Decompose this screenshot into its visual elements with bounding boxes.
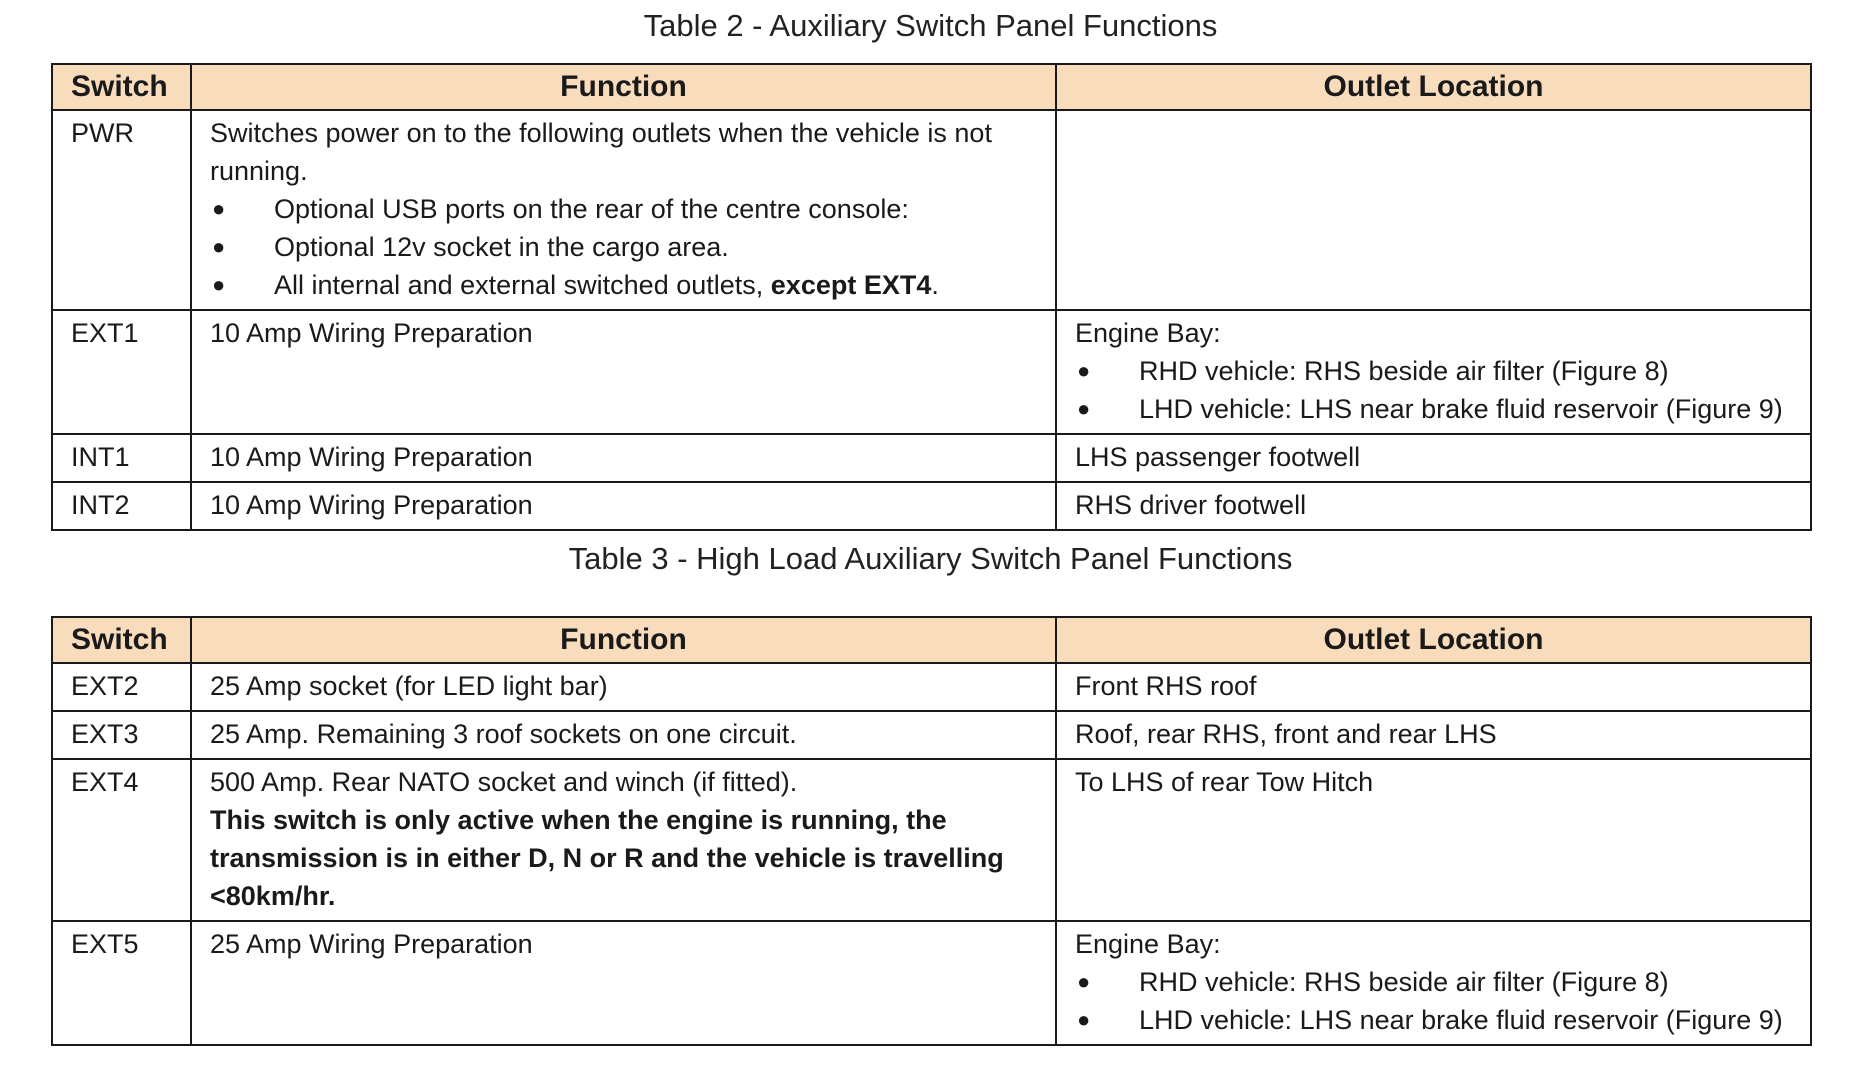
bullet-text: Optional USB ports on the rear of the ce… [274, 194, 909, 224]
column-header-function: Function [190, 63, 1057, 111]
function-cell: 25 Amp Wiring Preparation [190, 920, 1057, 1046]
bullet-icon: ● [1077, 396, 1091, 421]
bullet-text: LHD vehicle: LHS near brake fluid reserv… [1139, 1005, 1783, 1035]
function-text: Switches power on to the following outle… [210, 118, 992, 186]
function-cell: 10 Amp Wiring Preparation [190, 433, 1057, 483]
table-row: EXT4 500 Amp. Rear NATO socket and winch… [51, 758, 1812, 922]
column-header-outlet-location: Outlet Location [1055, 63, 1812, 111]
function-cell: Switches power on to the following outle… [190, 109, 1057, 311]
bullet-text-part: All internal and external switched outle… [274, 270, 771, 300]
location-title: Engine Bay: [1075, 929, 1221, 959]
location-title: Engine Bay: [1075, 318, 1221, 348]
table2-caption: Table 2 - Auxiliary Switch Panel Functio… [643, 8, 1218, 43]
bullet-text: LHD vehicle: LHS near brake fluid reserv… [1139, 394, 1783, 424]
switch-cell: EXT3 [51, 710, 192, 760]
bullet-text: Optional 12v socket in the cargo area. [274, 232, 729, 262]
table3: Switch Function Outlet Location EXT2 25 … [51, 616, 1812, 1046]
table3-header-row: Switch Function Outlet Location [51, 616, 1812, 664]
bullet-icon: ● [212, 272, 226, 297]
table-row: INT1 10 Amp Wiring Preparation LHS passe… [51, 433, 1812, 483]
function-warning-text: This switch is only active when the engi… [210, 805, 1004, 911]
table2: Switch Function Outlet Location PWR Swit… [51, 63, 1812, 531]
bullet-icon: ● [212, 234, 226, 259]
location-cell: LHS passenger footwell [1055, 433, 1812, 483]
bullet-item: ● All internal and external switched out… [210, 266, 1037, 304]
table-row: EXT5 25 Amp Wiring Preparation Engine Ba… [51, 920, 1812, 1046]
switch-cell: INT1 [51, 433, 192, 483]
table3-caption: Table 3 - High Load Auxiliary Switch Pan… [568, 541, 1293, 576]
table2-header-row: Switch Function Outlet Location [51, 63, 1812, 111]
function-cell: 25 Amp socket (for LED light bar) [190, 662, 1057, 712]
table-row: EXT1 10 Amp Wiring Preparation Engine Ba… [51, 309, 1812, 435]
bullet-icon: ● [1077, 358, 1091, 383]
bullet-text: RHD vehicle: RHS beside air filter (Figu… [1139, 967, 1669, 997]
bullet-icon: ● [1077, 969, 1091, 994]
column-header-switch: Switch [51, 63, 192, 111]
bullet-text: RHD vehicle: RHS beside air filter (Figu… [1139, 356, 1669, 386]
column-header-outlet-location: Outlet Location [1055, 616, 1812, 664]
location-cell: To LHS of rear Tow Hitch [1055, 758, 1812, 922]
location-cell [1055, 109, 1812, 311]
table-row: EXT2 25 Amp socket (for LED light bar) F… [51, 662, 1812, 712]
function-cell: 10 Amp Wiring Preparation [190, 309, 1057, 435]
bullet-icon: ● [1077, 1007, 1091, 1032]
bullet-item: ● LHD vehicle: LHS near brake fluid rese… [1075, 1001, 1792, 1039]
switch-cell: EXT4 [51, 758, 192, 922]
bullet-text-end: . [931, 270, 939, 300]
switch-cell: EXT5 [51, 920, 192, 1046]
location-cell: RHS driver footwell [1055, 481, 1812, 531]
location-cell: Roof, rear RHS, front and rear LHS [1055, 710, 1812, 760]
column-header-function: Function [190, 616, 1057, 664]
switch-cell: INT2 [51, 481, 192, 531]
bullet-item: ● RHD vehicle: RHS beside air filter (Fi… [1075, 352, 1792, 390]
bullet-item: ● RHD vehicle: RHS beside air filter (Fi… [1075, 963, 1792, 1001]
bullet-item: ● Optional USB ports on the rear of the … [210, 190, 1037, 228]
bullet-item: ● Optional 12v socket in the cargo area. [210, 228, 1037, 266]
switch-cell: PWR [51, 109, 192, 311]
switch-cell: EXT2 [51, 662, 192, 712]
function-cell: 500 Amp. Rear NATO socket and winch (if … [190, 758, 1057, 922]
bullet-icon: ● [212, 196, 226, 221]
table-row: INT2 10 Amp Wiring Preparation RHS drive… [51, 481, 1812, 531]
function-text: 500 Amp. Rear NATO socket and winch (if … [210, 767, 798, 797]
bullet-item: ● LHD vehicle: LHS near brake fluid rese… [1075, 390, 1792, 428]
switch-cell: EXT1 [51, 309, 192, 435]
bullet-text: All internal and external switched outle… [274, 266, 939, 304]
location-cell: Front RHS roof [1055, 662, 1812, 712]
column-header-switch: Switch [51, 616, 192, 664]
table-row: EXT3 25 Amp. Remaining 3 roof sockets on… [51, 710, 1812, 760]
table-row: PWR Switches power on to the following o… [51, 109, 1812, 311]
function-cell: 25 Amp. Remaining 3 roof sockets on one … [190, 710, 1057, 760]
bullet-text-bold: except EXT4 [770, 270, 932, 300]
location-cell: Engine Bay: ● RHD vehicle: RHS beside ai… [1055, 309, 1812, 435]
function-cell: 10 Amp Wiring Preparation [190, 481, 1057, 531]
location-cell: Engine Bay: ● RHD vehicle: RHS beside ai… [1055, 920, 1812, 1046]
